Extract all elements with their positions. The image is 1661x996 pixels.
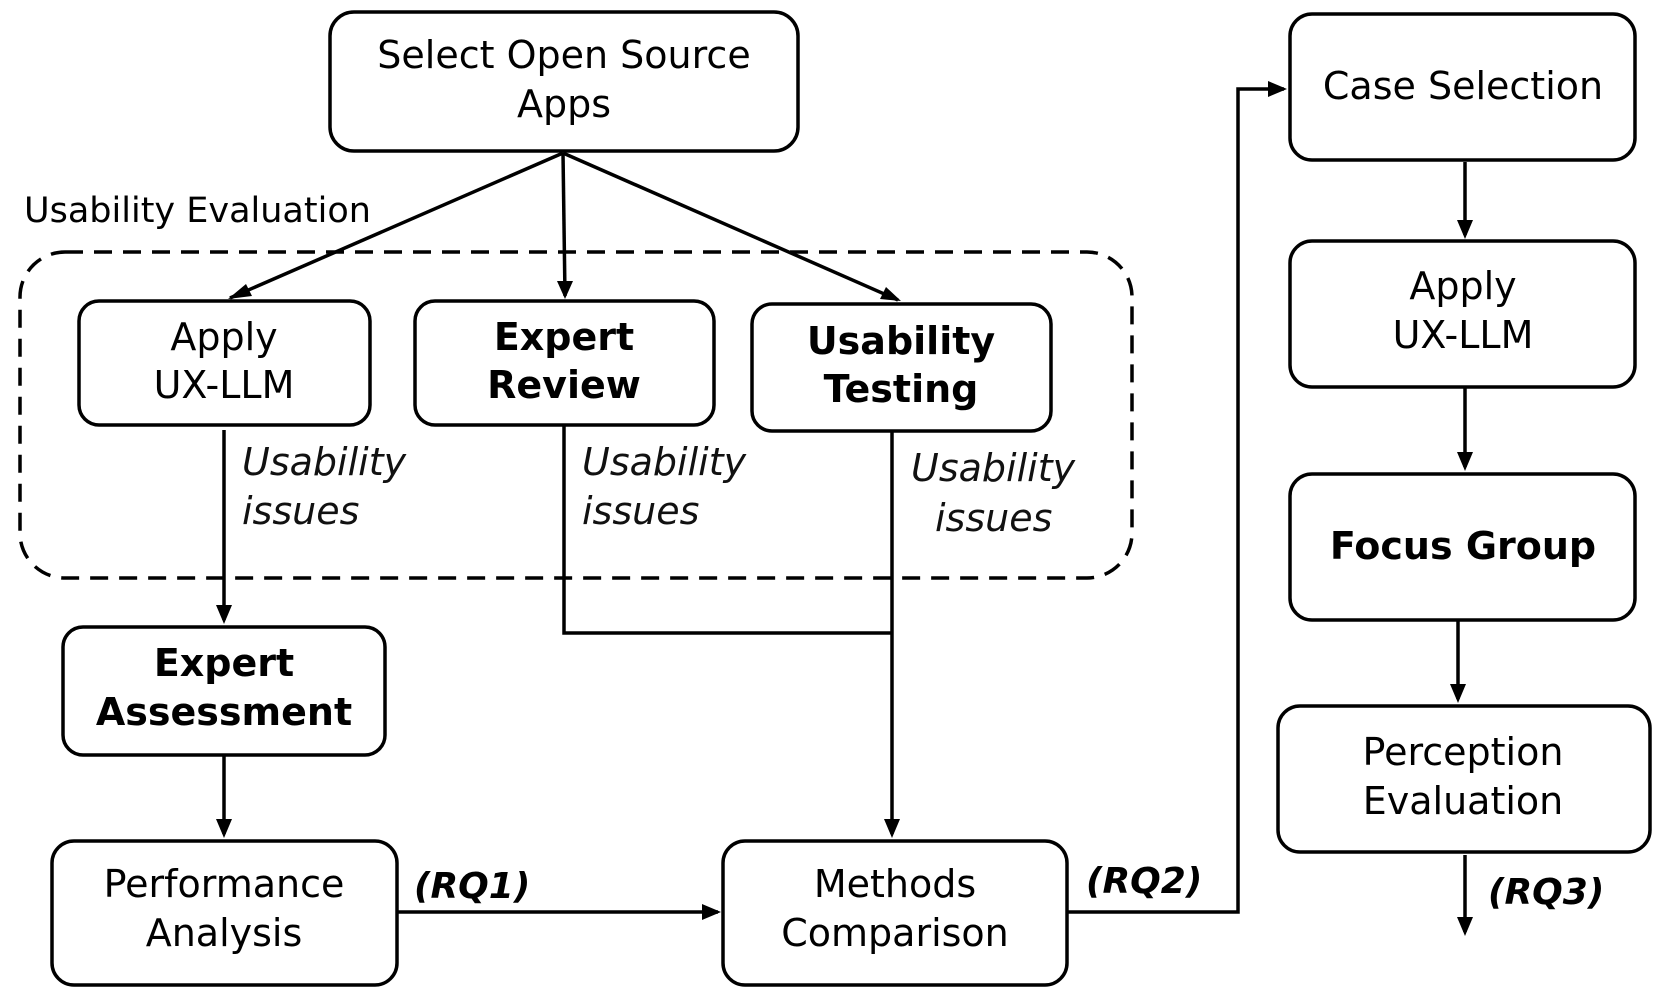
node-label-line1: Expert [494, 315, 634, 359]
svg-text:Usability: Usability [582, 440, 747, 484]
node-case-selection: Case Selection [1288, 12, 1637, 162]
node-label-line1: Performance [104, 862, 345, 906]
node-focus-group: Focus Group [1288, 472, 1637, 622]
arrowhead-performance-analysis [216, 819, 232, 838]
edge-select-to-usability-testing [562, 151, 899, 302]
node-label-line1: Perception [1363, 730, 1564, 774]
node-label-line2: Evaluation [1363, 779, 1564, 823]
edge-expert-review-to-comparison [562, 424, 892, 635]
node-label-line2: Testing [824, 367, 979, 411]
node-label-line2: Comparison [781, 911, 1009, 955]
svg-text:issues: issues [582, 489, 699, 533]
edges [216, 81, 1473, 936]
node-apply-ux-llm: Apply UX-LLM [77, 299, 372, 427]
svg-text:Usability: Usability [911, 446, 1076, 490]
arrowhead-perception [1450, 684, 1466, 703]
rq1-label: (RQ1) [414, 866, 530, 907]
arrowhead-comparison-left [702, 904, 721, 920]
node-apply-ux-llm-2: Apply UX-LLM [1288, 239, 1637, 389]
node-label-line2: Assessment [96, 690, 352, 734]
usability-evaluation-title: Usability Evaluation [24, 191, 371, 231]
node-label-line1: Focus Group [1330, 524, 1596, 568]
usability-issues-label-1: Usability issues [242, 440, 407, 533]
node-usability-testing: Usability Testing [750, 302, 1053, 433]
usability-issues-label-3: Usability issues [911, 446, 1076, 540]
node-label-line2: Apps [517, 82, 611, 126]
arrowhead-expert-review [557, 281, 573, 299]
node-expert-review: Expert Review [413, 299, 716, 427]
node-label-line2: Review [487, 363, 641, 407]
node-label-line1: Select Open Source [377, 33, 750, 77]
node-label-line2: Analysis [146, 911, 303, 955]
usability-issues-label-2: Usability issues [582, 440, 747, 533]
node-label-line1: Usability [807, 319, 996, 363]
node-label-line1: Case Selection [1323, 64, 1603, 108]
arrowhead-apply-2 [1457, 220, 1473, 239]
arrowhead-rq3 [1457, 917, 1473, 936]
node-label-line2: UX-LLM [154, 363, 295, 407]
edge-select-to-expert-review [561, 152, 567, 297]
rq3-label: (RQ3) [1488, 872, 1604, 913]
node-methods-comparison: Methods Comparison [721, 839, 1069, 987]
arrowhead-usability-testing [880, 287, 901, 301]
arrowhead-expert-assessment [216, 605, 232, 624]
edge-select-to-apply [229, 151, 564, 300]
usability-evaluation-group [18, 250, 1134, 580]
svg-text:Usability: Usability [242, 440, 407, 484]
node-label-line1: Methods [814, 862, 976, 906]
edge-comparison-to-case-selection [1068, 87, 1284, 914]
node-label-line1: Apply [1409, 264, 1516, 308]
node-select-open-source-apps: Select Open Source Apps [328, 10, 800, 153]
node-label-line2: UX-LLM [1393, 313, 1534, 357]
arrowhead-methods-comparison [884, 819, 900, 838]
node-label-line1: Apply [170, 315, 277, 359]
svg-text:issues: issues [935, 496, 1052, 540]
svg-text:issues: issues [242, 489, 359, 533]
node-label-line1: Expert [154, 641, 294, 685]
arrowhead-apply [228, 284, 252, 299]
node-performance-analysis: Performance Analysis [50, 839, 399, 987]
rq2-label: (RQ2) [1086, 861, 1202, 902]
arrowhead-case-selection [1268, 81, 1287, 97]
node-expert-assessment: Expert Assessment [61, 625, 387, 757]
node-perception-evaluation: Perception Evaluation [1276, 704, 1652, 854]
arrowhead-focus-group [1457, 452, 1473, 471]
